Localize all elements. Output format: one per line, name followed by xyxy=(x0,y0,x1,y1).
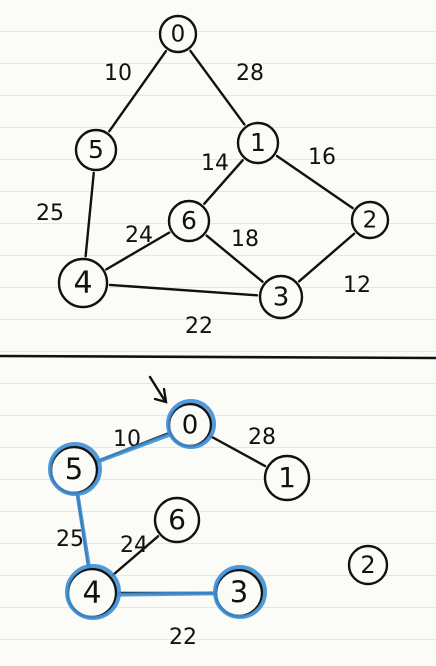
bottom-node-label-6: 6 xyxy=(168,503,186,536)
bottom-node-label-0: 0 xyxy=(182,411,199,441)
top-edge-1-6 xyxy=(203,159,244,205)
bottom-node-label-2: 2 xyxy=(360,551,375,579)
top-node-label-1: 1 xyxy=(250,128,266,157)
top-node-circle-2 xyxy=(350,200,390,240)
bottom-node-label-3: 3 xyxy=(230,575,248,609)
top-edge-weight-0-1: 28 xyxy=(236,61,264,86)
highlight-ring-5 xyxy=(48,442,102,496)
bottom-node-6: 6 xyxy=(153,496,201,544)
top-node-label-5: 5 xyxy=(88,135,104,164)
top-edge-6-3 xyxy=(205,234,264,283)
top-node-label-3: 3 xyxy=(273,283,290,313)
bottom-node-label-5: 5 xyxy=(65,452,83,486)
top-edge-weight-0-5: 10 xyxy=(104,61,132,86)
bottom-edge-weight-6-4: 24 xyxy=(120,533,148,558)
top-node-circle-5 xyxy=(74,128,118,172)
top-node-circle-1 xyxy=(236,121,280,165)
section-divider xyxy=(0,354,436,360)
bottom-edge-weight-0-1: 28 xyxy=(248,425,276,450)
top-node-0: 0 xyxy=(158,14,198,54)
highlight-ring-3 xyxy=(213,565,267,619)
top-node-6: 6 xyxy=(167,199,211,243)
top-node-1: 1 xyxy=(236,121,280,165)
bottom-node-5: 5 xyxy=(48,442,102,496)
top-node-circle-4 xyxy=(57,257,109,309)
top-node-label-6: 6 xyxy=(181,206,197,235)
top-node-circle-0 xyxy=(158,14,198,54)
top-edge-4-3 xyxy=(108,283,259,297)
top-node-label-0: 0 xyxy=(171,22,186,48)
bottom-node-0: 0 xyxy=(166,399,216,449)
bottom-node-4: 4 xyxy=(65,564,121,620)
top-edge-6-4 xyxy=(105,231,171,271)
top-edge-0-5 xyxy=(108,49,168,133)
bottom-node-2: 2 xyxy=(347,544,389,586)
top-node-3: 3 xyxy=(258,274,304,320)
bottom-edge-weight-5-4: 25 xyxy=(56,527,84,552)
top-node-label-4: 4 xyxy=(73,266,92,301)
top-node-circle-3 xyxy=(258,274,304,320)
bottom-node-circle-6 xyxy=(153,496,201,544)
top-node-5: 5 xyxy=(74,128,118,172)
top-edge-weight-4-3: 22 xyxy=(185,314,213,339)
highlight-ring-0 xyxy=(166,399,216,449)
bottom-node-label-4: 4 xyxy=(82,576,101,611)
bottom-node-label-1: 1 xyxy=(278,461,296,494)
bottom-edge-0-1 xyxy=(209,435,267,468)
bottom-node-circle-1 xyxy=(263,454,311,502)
top-node-circle-6 xyxy=(167,199,211,243)
top-edge-2-3 xyxy=(297,232,356,283)
highlight-ring-4 xyxy=(65,564,121,620)
top-edge-weight-1-2: 16 xyxy=(308,145,336,170)
top-node-label-2: 2 xyxy=(363,208,378,234)
top-edge-weight-1-6: 14 xyxy=(201,151,229,176)
top-edge-weight-6-3: 18 xyxy=(231,227,259,252)
start-arrow-icon xyxy=(148,375,168,404)
top-edge-1-2 xyxy=(275,154,354,210)
top-edge-weight-6-4: 24 xyxy=(125,223,153,248)
bottom-node-circle-2 xyxy=(347,544,389,586)
bottom-edge-weight-4-3: 22 xyxy=(169,625,197,650)
top-edge-0-1 xyxy=(189,49,246,126)
top-edge-weight-5-4: 25 xyxy=(36,201,64,226)
top-node-2: 2 xyxy=(350,200,390,240)
top-node-4: 4 xyxy=(57,257,109,309)
top-edge-5-4 xyxy=(84,171,95,258)
bottom-edge-6-4 xyxy=(111,535,160,577)
top-edge-weight-2-3: 12 xyxy=(343,273,371,298)
bottom-node-1: 1 xyxy=(263,454,311,502)
bottom-node-3: 3 xyxy=(213,565,267,619)
